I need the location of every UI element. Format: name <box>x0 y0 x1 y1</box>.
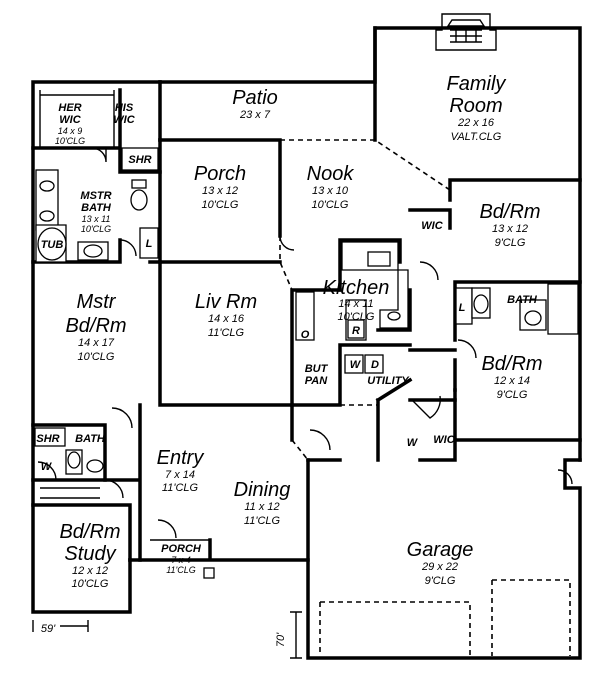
svg-text:14 x 17: 14 x 17 <box>78 337 115 349</box>
bath-3-label: BATH <box>75 433 106 445</box>
svg-text:13 x 12: 13 x 12 <box>202 185 238 197</box>
living-room-label: Liv Rm 14 x 16 11'CLG <box>195 291 257 339</box>
overall-width-label: 59' <box>41 623 56 635</box>
fixtures <box>34 90 579 656</box>
shower-2-label: SHR <box>36 433 59 445</box>
svg-text:23 x 7: 23 x 7 <box>239 109 271 121</box>
wic-2-label: WIC <box>421 220 443 232</box>
open-edges <box>160 139 451 461</box>
svg-text:13 x 10: 13 x 10 <box>312 185 349 197</box>
svg-text:Bd/Rm: Bd/Rm <box>481 353 542 375</box>
svg-text:HIS: HIS <box>115 102 134 114</box>
tub-label: TUB <box>41 239 64 251</box>
dimension-marks <box>32 611 302 659</box>
svg-text:7 x 14: 7 x 14 <box>165 469 195 481</box>
patio-label: Patio 23 x 7 <box>232 87 278 121</box>
svg-text:12 x 12: 12 x 12 <box>72 565 108 577</box>
svg-text:MSTR: MSTR <box>80 190 111 202</box>
svg-text:22 x 16: 22 x 16 <box>457 117 495 129</box>
svg-text:10'CLG: 10'CLG <box>81 224 111 234</box>
family-room-label: Family Room 22 x 16 VALT.CLG <box>447 73 507 143</box>
utility-label: UTILITY <box>367 375 410 387</box>
svg-text:WIC: WIC <box>113 114 135 126</box>
svg-text:PORCH: PORCH <box>161 543 202 555</box>
svg-text:Kitchen: Kitchen <box>323 277 390 299</box>
entry-label: Entry 7 x 14 11'CLG <box>157 447 205 494</box>
svg-text:14 x 9: 14 x 9 <box>58 126 83 136</box>
svg-text:13 x 12: 13 x 12 <box>492 223 528 235</box>
bedroom-3-label: Bd/Rm 12 x 14 9'CLG <box>481 353 542 401</box>
oven-label: O <box>301 329 310 341</box>
svg-text:11'CLG: 11'CLG <box>244 515 281 527</box>
svg-text:Study: Study <box>64 543 116 565</box>
svg-text:9'CLG: 9'CLG <box>425 575 456 587</box>
svg-text:Garage: Garage <box>407 539 474 561</box>
butler-pantry-label: BUT PAN <box>305 363 329 387</box>
svg-text:Family: Family <box>447 73 507 95</box>
master-bedroom-label: Mstr Bd/Rm 14 x 17 10'CLG <box>65 291 126 363</box>
wic-3-label: WIC <box>433 434 455 446</box>
svg-text:9'CLG: 9'CLG <box>497 389 528 401</box>
svg-text:BATH: BATH <box>81 202 112 214</box>
svg-text:11'CLG: 11'CLG <box>208 327 245 339</box>
bath-2-label: BATH <box>507 294 538 306</box>
svg-text:13 x 11: 13 x 11 <box>82 214 111 224</box>
svg-text:7 x 4: 7 x 4 <box>171 555 191 565</box>
kitchen-label: Kitchen 14 x 11 10'CLG <box>323 277 390 323</box>
svg-text:10'CLG: 10'CLG <box>338 311 375 323</box>
door-swings <box>37 147 573 539</box>
svg-text:10'CLG: 10'CLG <box>72 578 109 590</box>
svg-text:10'CLG: 10'CLG <box>55 136 85 146</box>
svg-text:10'CLG: 10'CLG <box>78 351 115 363</box>
svg-text:Dining: Dining <box>234 479 291 501</box>
porch-label: Porch 13 x 12 10'CLG <box>194 163 246 211</box>
refrigerator-label: R <box>352 325 360 337</box>
washer-3-label: W <box>407 437 419 449</box>
svg-text:Porch: Porch <box>194 163 246 185</box>
svg-text:PAN: PAN <box>305 375 328 387</box>
svg-text:10'CLG: 10'CLG <box>202 199 239 211</box>
nook-label: Nook 13 x 10 10'CLG <box>307 163 355 211</box>
svg-text:Nook: Nook <box>307 163 355 185</box>
svg-text:10'CLG: 10'CLG <box>312 199 349 211</box>
svg-text:Entry: Entry <box>157 447 205 469</box>
dryer-label: D <box>371 359 379 371</box>
svg-text:Patio: Patio <box>232 87 278 109</box>
svg-text:14 x 16: 14 x 16 <box>208 313 245 325</box>
svg-text:Bd/Rm: Bd/Rm <box>479 201 540 223</box>
svg-text:11'CLG: 11'CLG <box>162 482 199 494</box>
washer-label: W <box>350 359 362 371</box>
svg-text:BUT: BUT <box>305 363 329 375</box>
dining-label: Dining 11 x 12 11'CLG <box>234 479 291 527</box>
svg-text:14 x 11: 14 x 11 <box>338 298 373 310</box>
svg-text:12 x 14: 12 x 14 <box>494 375 530 387</box>
svg-text:VALT.CLG: VALT.CLG <box>451 131 502 143</box>
master-shower-label: SHR <box>128 154 151 166</box>
svg-text:Bd/Rm: Bd/Rm <box>59 521 120 543</box>
chimney <box>435 13 497 51</box>
svg-text:HER: HER <box>58 102 81 114</box>
linen-label: L <box>146 238 153 250</box>
her-wic-label: HER WIC 14 x 9 10'CLG <box>55 102 85 146</box>
garage-label: Garage 29 x 22 9'CLG <box>407 539 474 587</box>
svg-text:11'CLG: 11'CLG <box>166 565 196 575</box>
master-bath-label: MSTR BATH 13 x 11 10'CLG <box>80 190 112 234</box>
study-label: Bd/Rm Study 12 x 12 10'CLG <box>59 521 120 590</box>
bedroom-2-label: Bd/Rm 13 x 12 9'CLG <box>479 201 540 249</box>
svg-text:Liv Rm: Liv Rm <box>195 291 257 313</box>
washer-2-label: W <box>41 461 53 473</box>
svg-text:29 x 22: 29 x 22 <box>421 561 458 573</box>
exterior-walls <box>31 26 582 660</box>
his-wic-label: HIS WIC <box>113 102 135 126</box>
overall-depth-label: 70' <box>275 632 287 647</box>
front-porch-label: PORCH 7 x 4 11'CLG <box>161 543 202 575</box>
svg-text:Bd/Rm: Bd/Rm <box>65 315 126 337</box>
svg-text:11 x 12: 11 x 12 <box>244 501 279 513</box>
linen-2-label: L <box>459 302 466 314</box>
svg-text:WIC: WIC <box>59 114 81 126</box>
svg-text:Room: Room <box>449 95 502 117</box>
svg-text:9'CLG: 9'CLG <box>495 237 526 249</box>
svg-text:Mstr: Mstr <box>77 291 117 313</box>
